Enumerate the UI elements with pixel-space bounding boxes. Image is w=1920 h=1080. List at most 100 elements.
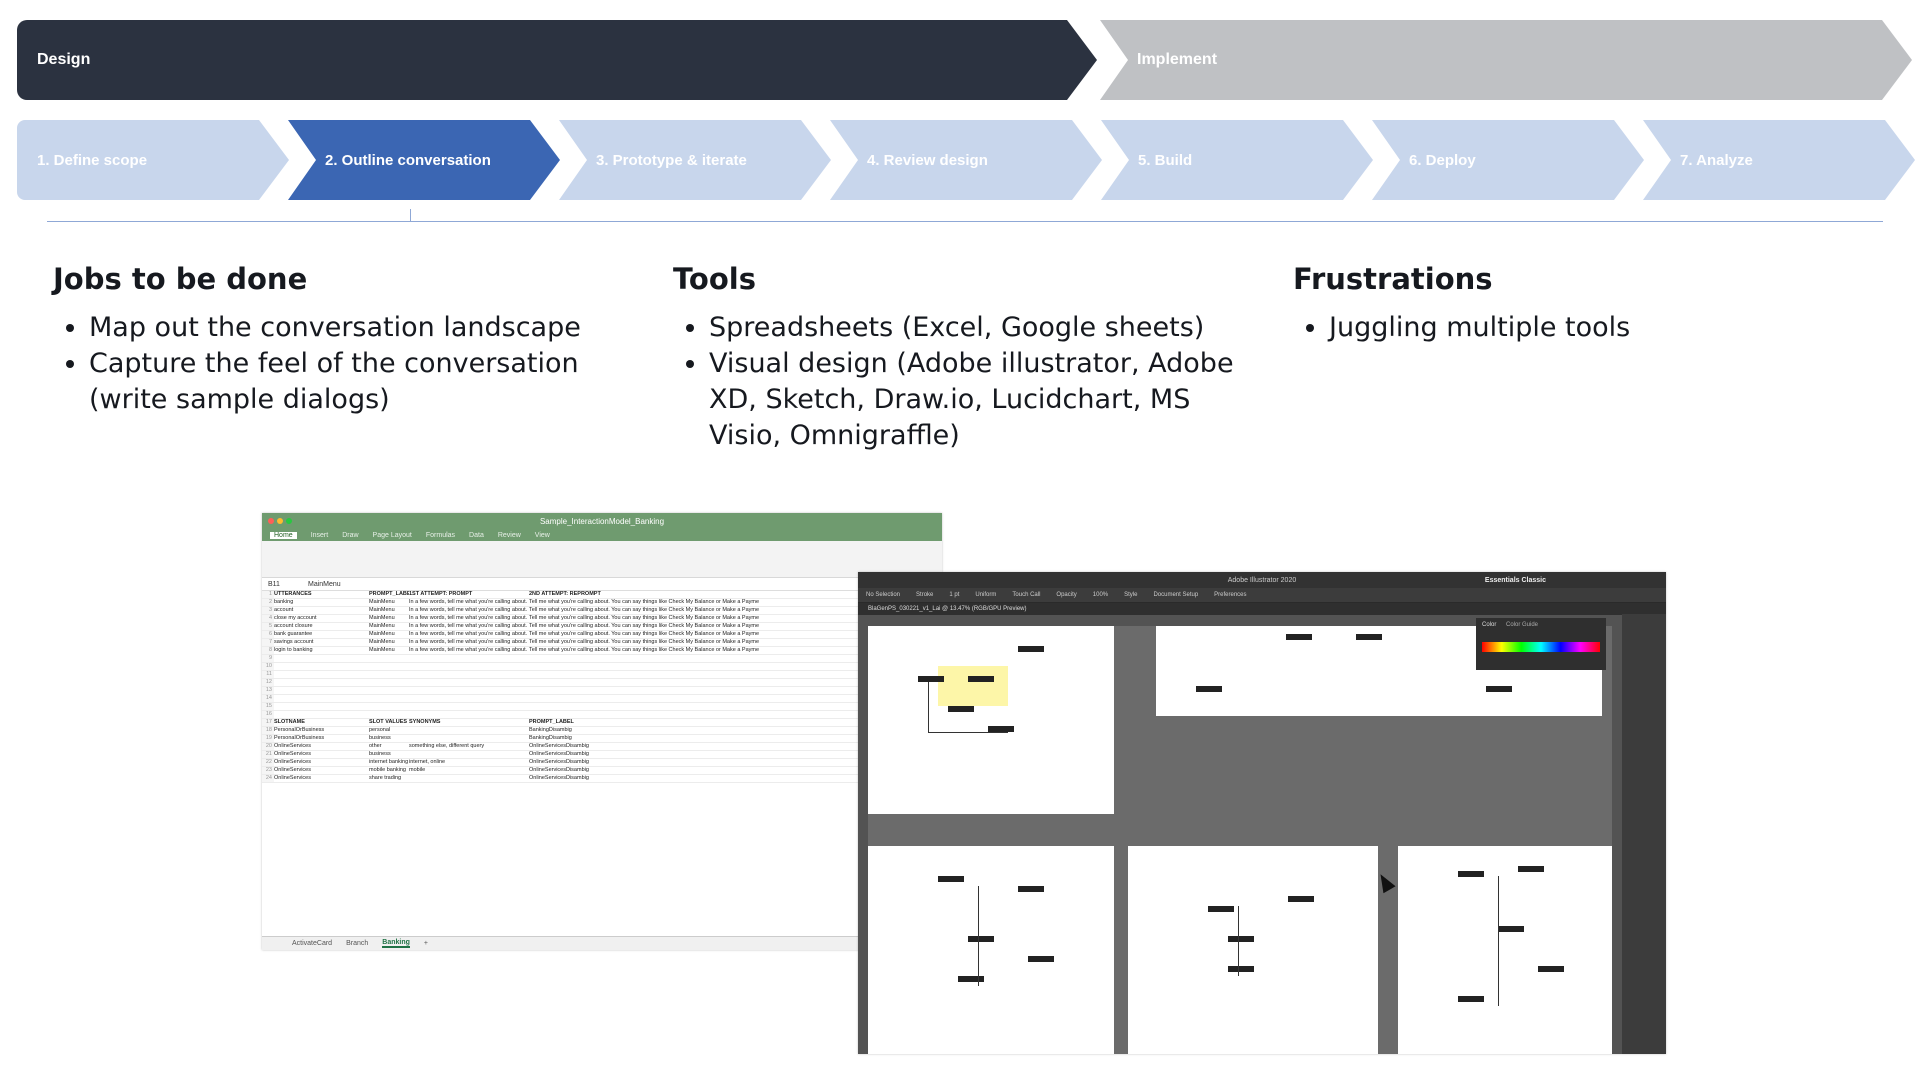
control-label: Touch Call — [1012, 592, 1041, 598]
illustrator-screenshot: Adobe Illustrator 2020 Essentials Classi… — [858, 572, 1666, 1054]
frustrations-column: Frustrations Juggling multiple tools — [1293, 262, 1853, 346]
tab-data: Data — [469, 531, 484, 539]
tab-page-layout: Page Layout — [372, 531, 412, 539]
frustrations-heading: Frustrations — [1293, 262, 1493, 296]
step-label: 1. Define scope — [37, 151, 148, 169]
list-item: Map out the conversation landscape — [89, 310, 613, 346]
color-spectrum — [1482, 642, 1600, 652]
list-item: Juggling multiple tools — [1329, 310, 1853, 346]
step-deploy: 6. Deploy — [1372, 120, 1644, 200]
step-define-scope: 1. Define scope — [17, 120, 289, 200]
sheet-tab: Branch — [346, 940, 369, 947]
color-guide-tab: Color Guide — [1506, 622, 1539, 628]
color-panel: Color Color Guide — [1476, 618, 1606, 670]
control-label: Uniform — [975, 592, 997, 598]
artboard-canvas — [868, 626, 1612, 1054]
list-item: Visual design (Adobe illustrator, Adobe … — [709, 346, 1263, 454]
divider-line — [47, 221, 1883, 222]
table-row: 11 — [262, 671, 942, 679]
sheet-tab-active: Banking — [382, 939, 410, 948]
panel-dock — [1622, 614, 1666, 1054]
jobs-column: Jobs to be done Map out the conversation… — [53, 262, 613, 418]
frustrations-list: Juggling multiple tools — [1293, 310, 1853, 346]
control-label: Document Setup — [1153, 592, 1199, 598]
tab-formulas: Formulas — [425, 531, 456, 539]
sheet-tab: ActivateCard — [292, 940, 333, 947]
table-row: 13 — [262, 687, 942, 695]
excel-title: Sample_InteractionModel_Banking — [539, 516, 665, 526]
artboard — [868, 626, 1114, 814]
phase-implement-label: Implement — [1137, 51, 1218, 68]
artboard — [1398, 846, 1612, 1054]
jobs-list: Map out the conversation landscape Captu… — [53, 310, 613, 418]
tools-heading: Tools — [673, 262, 756, 296]
illustrator-title: Adobe Illustrator 2020 — [1227, 576, 1297, 584]
table-row: 14 — [262, 695, 942, 703]
control-label: Opacity — [1056, 592, 1077, 598]
excel-screenshot: Sample_InteractionModel_Banking Home Ins… — [262, 513, 942, 950]
table-row: 10 — [262, 663, 942, 671]
phase-design: Design — [17, 20, 1097, 100]
table-row: 12 — [262, 679, 942, 687]
add-sheet-icon: + — [423, 940, 428, 947]
jobs-heading: Jobs to be done — [53, 262, 308, 296]
table-row: 9 — [262, 655, 942, 663]
divider-tick — [410, 209, 411, 221]
excel-ribbon-tabs: Home Insert Draw Page Layout Formulas Da… — [262, 529, 942, 541]
control-label: 1 pt — [949, 592, 960, 598]
phase-design-label: Design — [37, 51, 91, 68]
document-tab: BlaGenPS_030221_v1_Lai @ 13.47% (RGB/GPU… — [858, 603, 1666, 615]
artboard — [868, 846, 1114, 1054]
illustrator-titlebar: Adobe Illustrator 2020 Essentials Classi… — [858, 572, 1666, 588]
control-label: No Selection — [866, 592, 901, 598]
control-bar: No Selection Stroke 1 pt Uniform Touch C… — [858, 588, 1666, 603]
formula-value: MainMenu — [308, 580, 341, 588]
excel-ribbon — [262, 541, 942, 578]
color-tab: Color — [1482, 622, 1497, 628]
tools-list: Spreadsheets (Excel, Google sheets) Visu… — [673, 310, 1263, 454]
control-label: Style — [1124, 592, 1138, 598]
control-label: Stroke — [916, 592, 934, 598]
artboard — [1128, 846, 1378, 1054]
step-label: 3. Prototype & iterate — [596, 151, 747, 169]
window-controls — [268, 517, 295, 526]
tab-insert: Insert — [310, 531, 329, 539]
step-prototype-iterate: 3. Prototype & iterate — [559, 120, 831, 200]
excel-titlebar: Sample_InteractionModel_Banking — [262, 513, 942, 529]
table-row: 16 — [262, 711, 942, 719]
phase-implement: Implement — [1100, 20, 1912, 100]
tab-view: View — [534, 531, 550, 539]
formula-bar: B11 MainMenu — [262, 578, 942, 591]
step-label: 5. Build — [1138, 151, 1193, 169]
control-label: Preferences — [1214, 592, 1247, 598]
document-tab-label: BlaGenPS_030221_v1_Lai @ 13.47% (RGB/GPU… — [868, 606, 1027, 612]
step-label: 2. Outline conversation — [325, 151, 491, 169]
list-item: Capture the feel of the conversation (wr… — [89, 346, 613, 418]
step-review-design: 4. Review design — [830, 120, 1102, 200]
step-label: 4. Review design — [867, 151, 988, 169]
table-row: 15 — [262, 703, 942, 711]
workspace-switcher: Essentials Classic — [1484, 576, 1546, 584]
cell-ref: B11 — [268, 580, 280, 588]
excel-sheet-tabs: ActivateCard Branch Banking + — [262, 936, 942, 950]
step-analyze: 7. Analyze — [1643, 120, 1915, 200]
step-outline-conversation: 2. Outline conversation — [288, 120, 560, 200]
tab-review: Review — [497, 531, 521, 539]
step-label: 7. Analyze — [1680, 151, 1753, 169]
list-item: Spreadsheets (Excel, Google sheets) — [709, 310, 1263, 346]
